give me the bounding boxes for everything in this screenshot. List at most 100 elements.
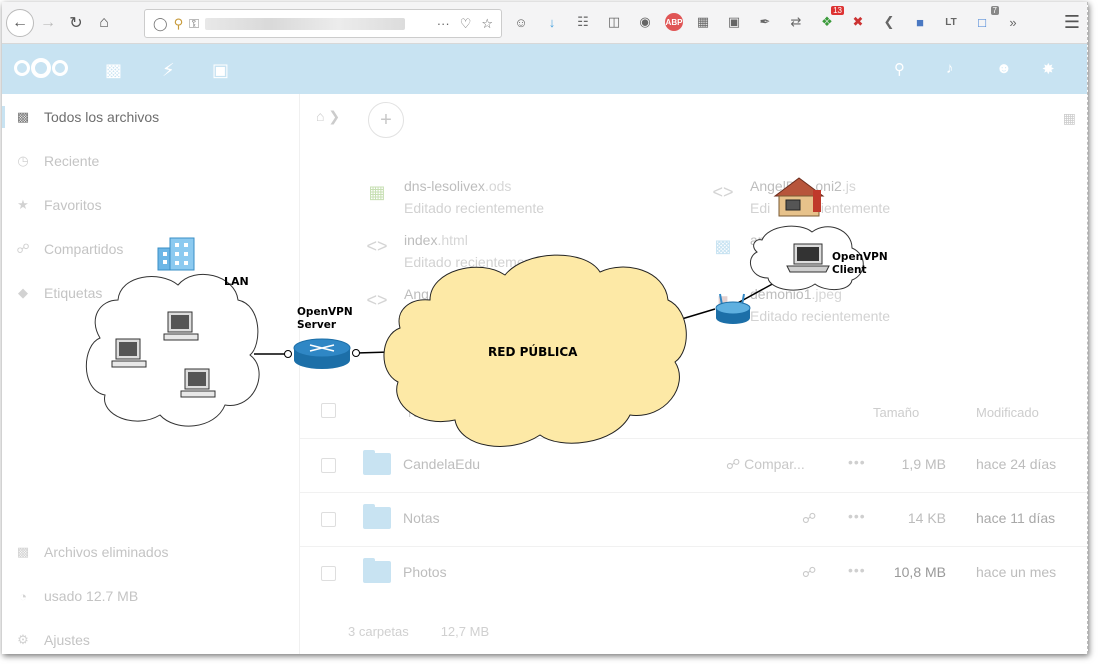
bell-icon[interactable]: ♪ <box>946 60 954 77</box>
table-row[interactable]: Notas ☍ ••• 14 KB hace 11 días <box>300 492 1087 546</box>
contacts-icon[interactable]: ☻ <box>996 60 1012 77</box>
sidebar-item-label: usado 12.7 MB <box>44 588 139 604</box>
row-checkbox[interactable] <box>321 512 336 527</box>
file-basename: index <box>404 232 438 248</box>
sidebar-item-settings[interactable]: ⚙Ajustes <box>16 629 90 651</box>
user-square-icon[interactable]: ■ <box>916 14 924 30</box>
sidebar-item-deleted[interactable]: ▩ Archivos eliminados <box>16 541 169 563</box>
notes-icon[interactable]: □7 <box>978 6 999 30</box>
recent-file[interactable]: <> AngelDemoni2.jsEditado recientemente <box>710 178 890 216</box>
adblock-icon[interactable]: ABP <box>665 13 683 31</box>
share-icon: ☍ <box>16 241 30 256</box>
reload-button[interactable]: ↻ <box>62 9 90 37</box>
file-size: 14 KB <box>907 510 946 526</box>
sidebar-item-shared[interactable]: ☍Compartidos <box>16 238 123 260</box>
activity-app-icon[interactable]: ⚡ <box>162 60 175 80</box>
sidebar-item-label: Etiquetas <box>44 285 103 301</box>
browser-toolbar: ← → ↻ ⌂ ◯ ⚲ ⚿ ··· ♡ ☆ ☺ ↓ ☷ ◫ ◉ ABP ▦ ▣ … <box>2 2 1087 44</box>
row-checkbox[interactable] <box>321 566 336 581</box>
row-checkbox[interactable] <box>321 458 336 473</box>
page-actions-button[interactable]: ··· <box>436 15 450 31</box>
gallery-app-icon[interactable]: ▣ <box>212 60 230 80</box>
library-icon[interactable]: ☷ <box>577 14 589 29</box>
arrow-left-icon: ← <box>12 13 28 31</box>
trash-icon: ▩ <box>16 544 30 559</box>
sidebar-item-label: Ajustes <box>44 632 90 648</box>
screenshot-icon[interactable]: ◉ <box>639 14 651 29</box>
file-name: CandelaEdu <box>403 456 481 472</box>
column-size-header[interactable]: Tamaño <box>873 405 920 420</box>
files-app-icon[interactable]: ▩ <box>105 60 123 80</box>
file-basename: dns-lesolivex <box>404 178 485 194</box>
sidebar-item-all-files[interactable]: ▩Todos los archivos <box>16 106 159 128</box>
select-all-checkbox[interactable] <box>321 403 336 418</box>
file-basename: amiga <box>750 232 789 248</box>
tools-icon[interactable]: ✖ <box>852 14 864 29</box>
more-actions-button[interactable]: ••• <box>848 562 866 578</box>
image-thumbnail-icon: ■ <box>717 290 729 310</box>
recent-file-name: dns-lesolivex.ods <box>404 178 544 194</box>
folder-icon <box>363 504 391 529</box>
lock-icon: ⚲ <box>173 15 184 31</box>
pocket-icon[interactable]: ♡ <box>459 15 472 31</box>
file-modified: hace 24 días <box>976 456 1057 472</box>
forward-button[interactable]: → <box>34 9 62 37</box>
folder-icon <box>363 558 391 583</box>
file-basename: AngelD <box>750 178 796 194</box>
grid-icon[interactable]: ▦ <box>696 14 710 29</box>
column-modified-header[interactable]: Modificado <box>976 405 1039 420</box>
chevron-left-icon[interactable]: ❮ <box>883 14 895 29</box>
file-name: Photos <box>403 564 447 580</box>
code-icon: <> <box>366 236 388 256</box>
blurred-url <box>205 17 405 30</box>
sidebar: ▩Todos los archivos ◷Reciente ★Favoritos… <box>2 94 300 654</box>
home-button[interactable]: ⌂ <box>90 9 118 37</box>
overflow-chevron-icon[interactable]: » <box>1009 14 1017 30</box>
share-button[interactable]: ☍ Compar... <box>726 456 805 473</box>
bookmark-star-icon[interactable]: ☆ <box>481 15 493 31</box>
file-basename: Ang <box>404 286 429 302</box>
sidebar-item-label: Archivos eliminados <box>44 544 169 560</box>
profile-icon[interactable]: ☺ <box>514 14 528 30</box>
share-icon[interactable]: ☍ <box>802 564 817 580</box>
table-row[interactable]: CandelaEdu ☍ Compar... ••• 1,9 MB hace 2… <box>300 438 1087 492</box>
sidebar-item-tags[interactable]: ◆Etiquetas <box>16 282 102 304</box>
column-name-header[interactable]: N <box>408 405 418 420</box>
sidebar-item-favorites[interactable]: ★Favoritos <box>16 194 101 216</box>
menu-icon[interactable]: ☰ <box>1063 12 1080 32</box>
back-button[interactable]: ← <box>6 8 34 37</box>
recent-file[interactable]: ▩ amiga.zip <box>710 232 809 257</box>
sidebar-item-recent[interactable]: ◷Reciente <box>16 150 99 172</box>
recent-file-subtitle: Editado recientemente <box>404 200 545 216</box>
sidebar-icon[interactable]: ◫ <box>607 14 621 29</box>
star-icon: ★ <box>17 197 29 212</box>
recent-file-subtitle: Edi <box>404 308 425 324</box>
grid-view-icon[interactable]: ▦ <box>1062 110 1076 126</box>
url-bar[interactable]: ◯ ⚲ ⚿ ··· ♡ ☆ <box>144 9 502 38</box>
apps-icon[interactable]: ▣ <box>727 14 741 29</box>
pen-icon[interactable]: ✒ <box>759 14 771 29</box>
plus-icon: + <box>380 108 392 131</box>
extension-badge-icon[interactable]: ❖13 <box>821 6 844 29</box>
download-icon[interactable]: ↓ <box>548 14 556 30</box>
nextcloud-logo[interactable] <box>14 58 68 78</box>
languagetool-icon[interactable]: LT <box>945 16 957 28</box>
home-icon[interactable]: ⌂ <box>316 108 325 124</box>
breadcrumb[interactable]: ⌂ ❯ <box>316 108 341 124</box>
file-extension: .ods <box>484 178 512 194</box>
settings-avatar-icon[interactable]: ✸ <box>1042 61 1055 78</box>
more-actions-button[interactable]: ••• <box>848 454 866 470</box>
more-actions-button[interactable]: ••• <box>848 508 866 524</box>
search-icon[interactable]: ⚲ <box>894 61 905 78</box>
share-icon[interactable]: ☍ <box>802 510 817 526</box>
table-row[interactable]: Photos ☍ ••• 10,8 MB hace un mes <box>300 546 1087 600</box>
translate-icon[interactable]: ⇄ <box>790 14 802 29</box>
file-size: 10,8 MB <box>893 564 946 580</box>
recent-file-subtitle-tail: ecientemente <box>806 200 891 216</box>
new-file-button[interactable]: + <box>368 102 404 138</box>
